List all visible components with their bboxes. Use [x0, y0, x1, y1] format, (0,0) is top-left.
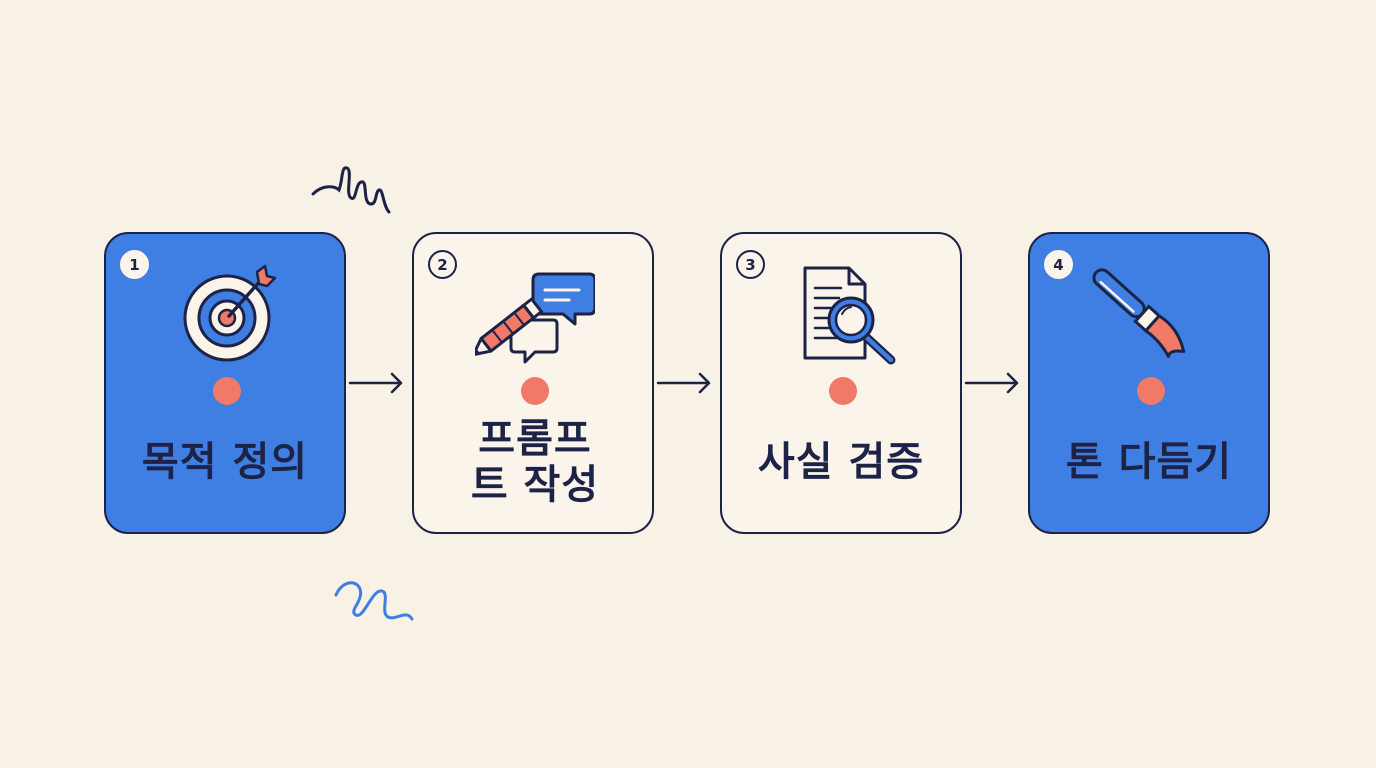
accent-dot — [829, 377, 857, 405]
step-card-3: 3 사실 검증 — [720, 232, 962, 534]
step-number-badge: 3 — [736, 250, 765, 279]
step-label: 톤 다듬기 — [1065, 439, 1233, 485]
document-magnifier-icon — [803, 266, 896, 365]
accent-dot — [213, 377, 241, 405]
step-label: 프롬프트 작성 — [470, 416, 600, 508]
accent-dot — [1137, 377, 1165, 405]
target-icon — [183, 264, 277, 362]
step-card-4: 4 톤 다듬기 — [1028, 232, 1270, 534]
step-card-2: 2 프롬프트 작성 — [412, 232, 654, 534]
step-label: 목적 정의 — [141, 439, 309, 485]
arrow-right-icon — [964, 372, 1019, 394]
step-label: 사실 검증 — [757, 439, 925, 485]
squiggle-doodle-bottom — [334, 581, 414, 621]
step-number-badge: 1 — [120, 250, 149, 279]
arrow-right-icon — [656, 372, 711, 394]
pencil-chat-icon — [475, 272, 595, 364]
paintbrush-icon — [1092, 268, 1186, 358]
accent-dot — [521, 377, 549, 405]
step-number-badge: 4 — [1044, 250, 1073, 279]
squiggle-doodle-top — [311, 166, 391, 214]
step-number-badge: 2 — [428, 250, 457, 279]
step-card-1: 1 목적 정의 — [104, 232, 346, 534]
arrow-right-icon — [348, 372, 403, 394]
